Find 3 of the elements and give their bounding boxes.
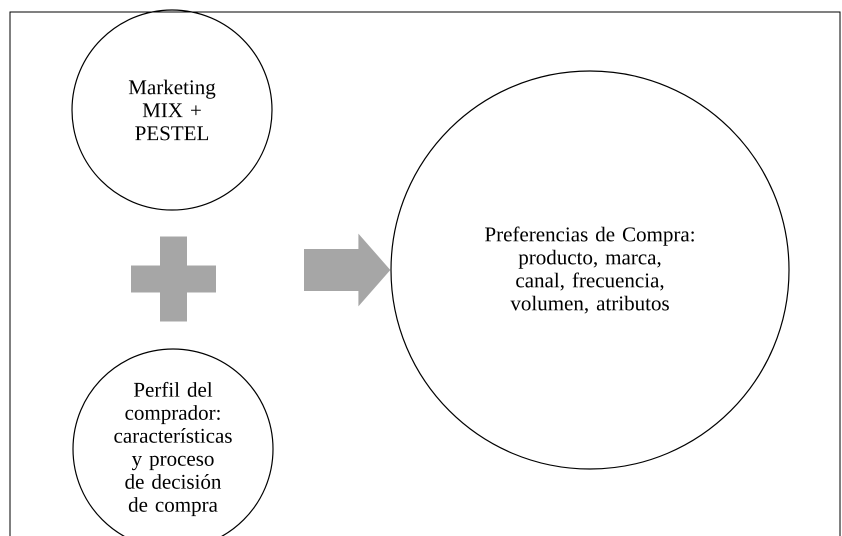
plus-sign bbox=[131, 236, 216, 322]
circle-node: Preferencias de Compra: producto, marca, canal, frecuencia, volumen, atributos bbox=[390, 70, 790, 470]
circle-node: Marketing MIX + PESTEL bbox=[71, 9, 273, 211]
